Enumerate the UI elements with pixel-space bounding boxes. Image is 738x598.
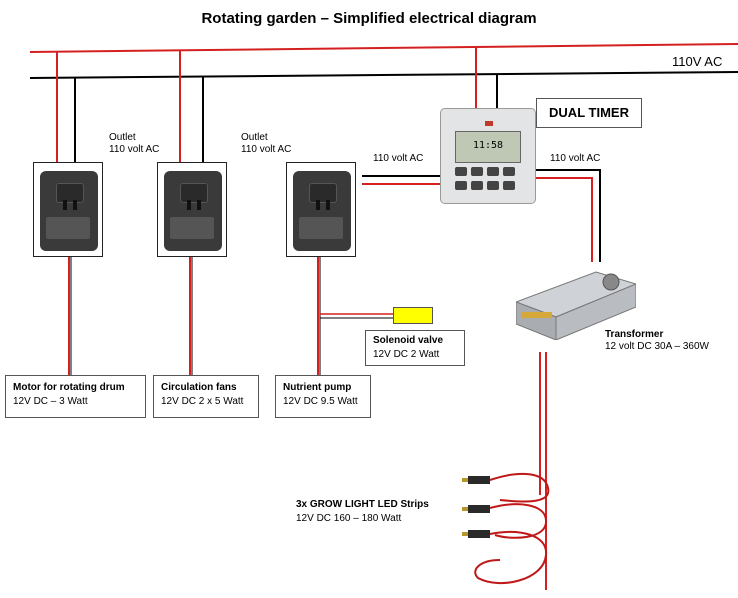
transformer-label: Transformer 12 volt DC 30A – 360W — [605, 329, 709, 352]
power-adapter-motor — [33, 162, 103, 257]
timer-indicator-led — [485, 121, 493, 126]
timer-left-output-label: 110 volt AC — [373, 153, 424, 164]
outlet-1-label: Outlet 110 volt AC — [109, 132, 160, 155]
solenoid-valve-icon — [393, 307, 433, 324]
motor-box: Motor for rotating drum 12V DC – 3 Watt — [5, 375, 146, 418]
power-adapter-pump — [286, 162, 356, 257]
timer-right-output-label: 110 volt AC — [550, 153, 601, 164]
solenoid-valve-box: Solenoid valve 12V DC 2 Watt — [365, 330, 465, 366]
outlet-2-label: Outlet 110 volt AC — [241, 132, 292, 155]
diagram-title: Rotating garden – Simplified electrical … — [201, 10, 537, 27]
nutrient-pump-box: Nutrient pump 12V DC 9.5 Watt — [275, 375, 371, 418]
mains-live-line — [29, 43, 738, 53]
dual-timer-device: 11:58 — [440, 108, 536, 204]
circulation-fans-box: Circulation fans 12V DC 2 x 5 Watt — [153, 375, 259, 418]
dual-timer-label: DUAL TIMER — [536, 98, 642, 128]
power-adapter-fans — [157, 162, 227, 257]
transformer-device — [516, 271, 636, 340]
mains-voltage-label: 110V AC — [672, 54, 723, 69]
mains-neutral-line — [29, 71, 738, 79]
grow-light-label: 3x GROW LIGHT LED Strips 12V DC 160 – 18… — [296, 499, 429, 524]
timer-display: 11:58 — [455, 131, 521, 163]
